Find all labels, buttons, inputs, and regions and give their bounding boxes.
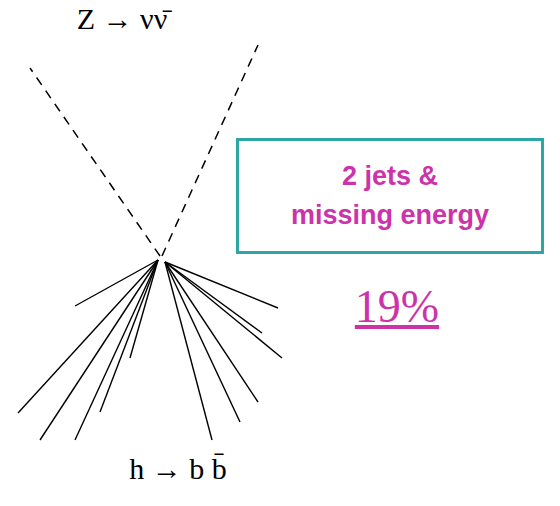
decay-label: h → b b̄ — [129, 452, 227, 486]
decay-label: Z → νν̄ — [77, 2, 167, 36]
summary-box: 2 jets & missing energy — [236, 138, 544, 254]
fraction-value: 19% — [355, 280, 439, 333]
box-text: 2 jets & missing energy — [255, 157, 525, 235]
